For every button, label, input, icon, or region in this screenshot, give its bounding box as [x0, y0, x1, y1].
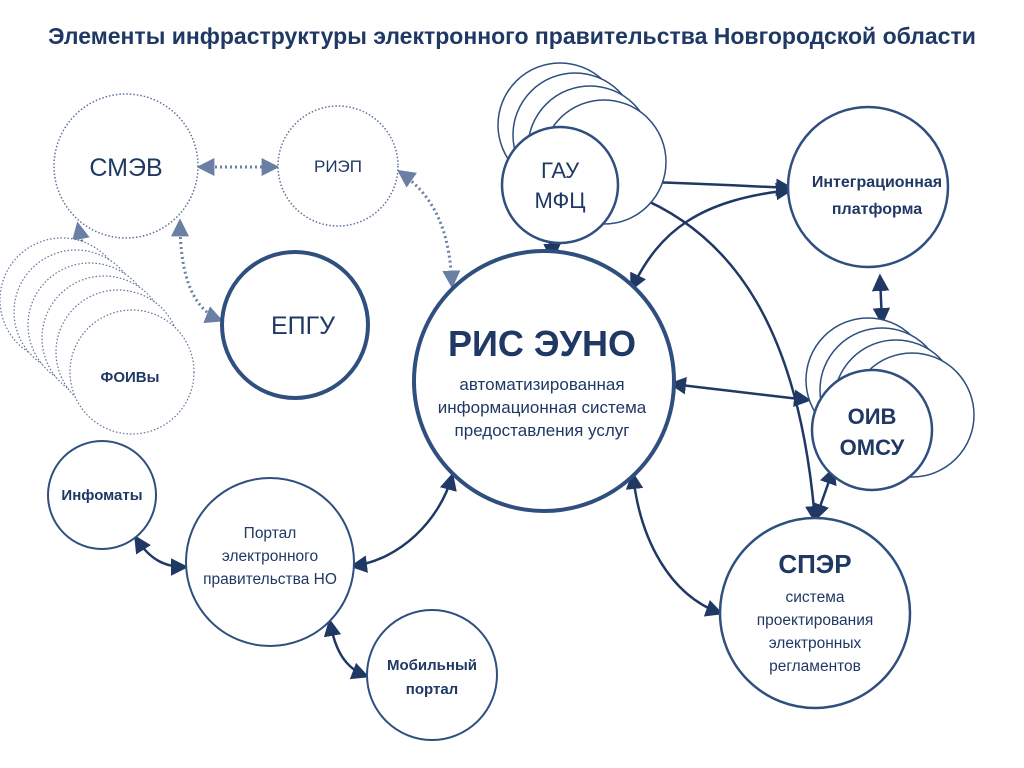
connector-ris-sper [625, 471, 724, 617]
ris-desc-line1: автоматизированная [459, 375, 624, 394]
mobile-label-line1: Мобильный [387, 657, 477, 674]
sper-node[interactable] [718, 516, 912, 710]
oiv-label-line1: ОИВ [848, 404, 897, 429]
connector-ris-oiv [668, 376, 812, 408]
integration-label-line2: платформа [832, 201, 922, 218]
sper-desc-line2: проектирования [757, 612, 874, 629]
ris-label: РИС ЭУНО [448, 323, 636, 364]
solid-connectors [134, 172, 891, 680]
portal-label-line2: электронного [222, 548, 318, 565]
oiv-label-line2: ОМСУ [840, 435, 905, 460]
connector-oiv-sper [812, 466, 837, 522]
epgu-label: ЕПГУ [271, 312, 335, 340]
integration-node[interactable] [786, 105, 950, 269]
ris-desc-line2: информационная система [438, 398, 647, 417]
sper-desc-line1: система [786, 589, 845, 606]
gau-label-line1: ГАУ [541, 158, 580, 183]
portal-label-line1: Портал [244, 525, 297, 542]
epgu-node[interactable] [220, 250, 370, 400]
page-title: Элементы инфраструктуры электронного пра… [48, 23, 976, 49]
connector-portal-mobile [323, 618, 370, 680]
smev-label: СМЭВ [89, 154, 162, 182]
mobile-node[interactable] [366, 609, 498, 741]
oiv-node[interactable] [810, 368, 934, 492]
gau-label-line2: МФЦ [534, 188, 585, 213]
foiv-label: ФОИВы [101, 369, 160, 386]
foiv-circle-6 [69, 309, 195, 435]
sper-desc-line4: регламентов [769, 658, 861, 675]
ris-node[interactable] [412, 249, 676, 513]
portal-label-line3: правительства НО [203, 571, 337, 588]
connector-smev-epgu [171, 218, 224, 323]
foiv-stack [0, 237, 195, 435]
riep-node[interactable] [277, 105, 399, 227]
connector-infomats-portal [134, 535, 189, 576]
connector-ris-portal [349, 472, 457, 573]
ris-desc-line3: предоставления услуг [455, 421, 630, 440]
riep-label: РИЭП [314, 157, 362, 176]
connector-gau-sper [616, 186, 823, 524]
connector-riep-ris [397, 169, 461, 289]
sper-label: СПЭР [778, 549, 851, 579]
portal-node[interactable] [185, 477, 355, 647]
infomats-label: Инфоматы [61, 487, 142, 504]
smev-node[interactable] [53, 93, 199, 239]
sper-desc-line3: электронных [769, 635, 862, 652]
infomats-node[interactable] [47, 440, 157, 550]
mobile-label-line2: портал [406, 681, 458, 698]
gau-node[interactable] [500, 125, 620, 245]
connector-integration-oiv [871, 273, 891, 326]
integration-label-line1: Интеграционная [812, 174, 942, 191]
